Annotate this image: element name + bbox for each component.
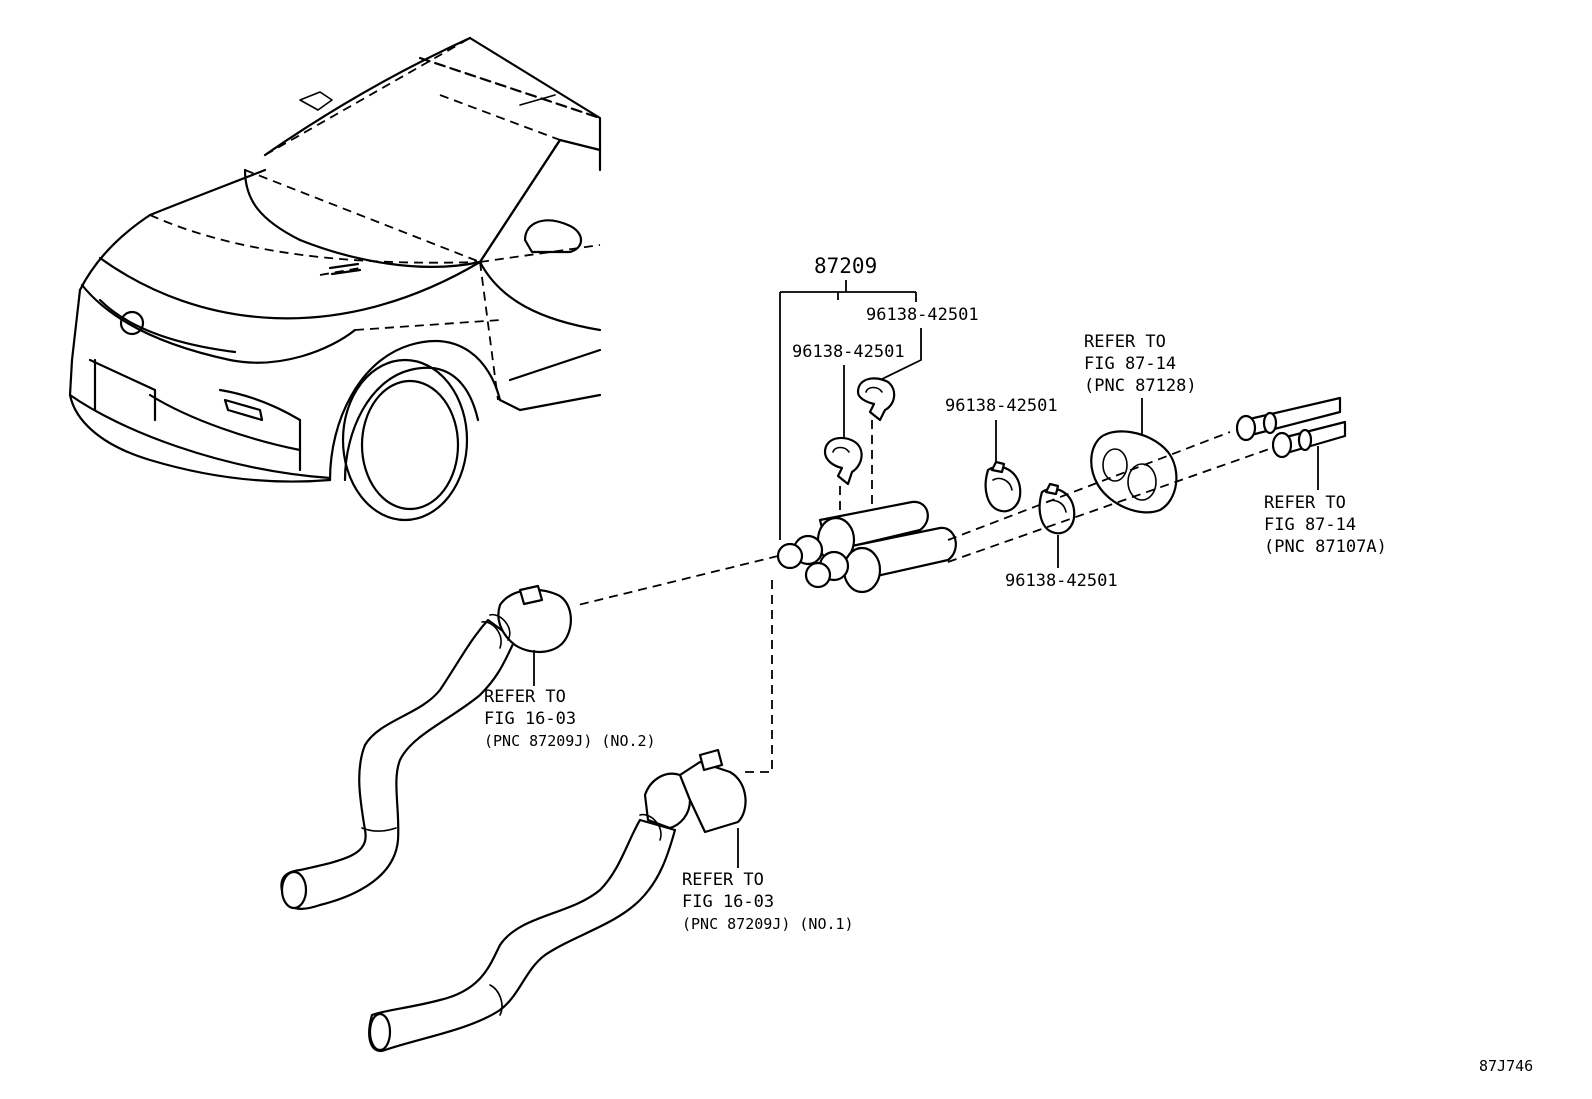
assembly-part-number[interactable]: 87209 bbox=[814, 254, 877, 278]
vehicle-illustration bbox=[68, 36, 602, 522]
clip-part-number[interactable]: 96138-42501 bbox=[866, 305, 979, 325]
hose-no1-ref-line1: REFER TO bbox=[682, 870, 764, 890]
pipes-ref-line2: FIG 87-14 bbox=[1264, 515, 1356, 535]
hose-no2-group: REFER TO FIG 16-03 (PNC 87209J) (NO.2) bbox=[280, 584, 656, 910]
grommet-icon[interactable] bbox=[1090, 430, 1178, 514]
clip-middle-upper-group: 96138-42501 bbox=[945, 396, 1058, 513]
pipes-ref-line3[interactable]: (PNC 87107A) bbox=[1264, 537, 1387, 557]
pipes-group: REFER TO FIG 87-14 (PNC 87107A) bbox=[1235, 396, 1387, 557]
assembly-bracket: 87209 bbox=[779, 254, 917, 540]
clip-upper-right-group: 96138-42501 bbox=[856, 305, 979, 560]
grommet-ref-line2: FIG 87-14 bbox=[1084, 354, 1176, 374]
hose-no1-group: REFER TO FIG 16-03 (PNC 87209J) (NO.1) bbox=[368, 748, 854, 1053]
clip-part-number[interactable]: 96138-42501 bbox=[792, 342, 905, 362]
grommet-ref-line3[interactable]: (PNC 87128) bbox=[1084, 376, 1197, 396]
assembly-centerlines bbox=[573, 431, 1273, 773]
grommet-group: REFER TO FIG 87-14 (PNC 87128) bbox=[1084, 332, 1197, 514]
hose-no2-ref-line2: FIG 16-03 bbox=[484, 709, 576, 729]
hose-no2-ref-line3[interactable]: (PNC 87209J) (NO.2) bbox=[484, 732, 656, 750]
figure-id: 87J746 bbox=[1479, 1057, 1533, 1075]
water-valve-assembly[interactable] bbox=[776, 500, 957, 594]
hose-no1-icon[interactable] bbox=[368, 818, 677, 1053]
hose-clip-icon bbox=[823, 436, 863, 486]
hose-clip-icon bbox=[1038, 487, 1076, 535]
hose-clip-icon bbox=[856, 377, 896, 422]
hose-no1-ref-line3[interactable]: (PNC 87209J) (NO.1) bbox=[682, 915, 854, 933]
hose-no1-ref-line2: FIG 16-03 bbox=[682, 892, 774, 912]
hose-clip-icon bbox=[984, 465, 1022, 513]
clip-middle-lower-group: 96138-42501 bbox=[1005, 482, 1118, 591]
clip-upper-left-group: 96138-42501 bbox=[792, 342, 905, 525]
pipes-ref-line1: REFER TO bbox=[1264, 493, 1346, 513]
clip-part-number[interactable]: 96138-42501 bbox=[945, 396, 1058, 416]
clip-part-number[interactable]: 96138-42501 bbox=[1005, 571, 1118, 591]
hose-no2-ref-line1: REFER TO bbox=[484, 687, 566, 707]
grommet-ref-line1: REFER TO bbox=[1084, 332, 1166, 352]
hose-no2-icon[interactable] bbox=[280, 618, 517, 910]
